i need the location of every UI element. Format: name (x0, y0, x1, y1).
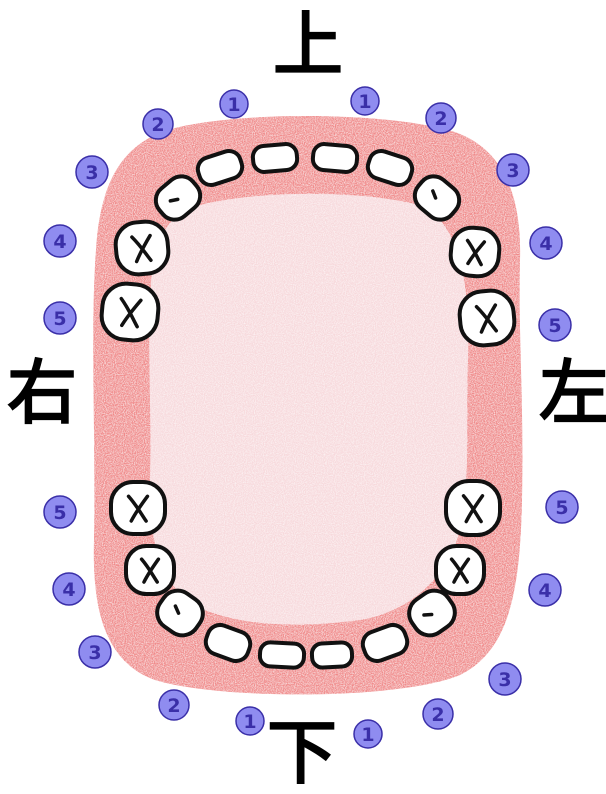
upper-left-number-2: 2 (426, 103, 456, 133)
upper-right-number-4: 4 (44, 225, 76, 257)
svg-text:2: 2 (434, 108, 447, 130)
lower-left-number-3: 3 (489, 663, 521, 695)
upper-right-number-3: 3 (76, 156, 108, 188)
palate-area (149, 194, 468, 625)
upper-left-number-5: 5 (539, 309, 571, 341)
upper-left-tooth-5 (458, 289, 517, 348)
upper-right-tooth-1 (252, 143, 298, 173)
upper-right-number-2: 2 (143, 109, 173, 139)
svg-text:1: 1 (227, 94, 240, 116)
upper-right-number-5: 5 (44, 302, 76, 334)
lower-right-number-4: 4 (53, 573, 85, 605)
lower-right-number-3: 3 (79, 636, 111, 668)
left-side-label: 左 (534, 358, 606, 428)
svg-text:3: 3 (85, 162, 98, 184)
svg-text:4: 4 (538, 580, 551, 602)
lower-right-tooth-5 (111, 482, 165, 534)
lower-left-tooth-5 (446, 481, 500, 535)
svg-text:1: 1 (361, 724, 374, 746)
svg-text:5: 5 (53, 308, 66, 330)
upper-left-number-1: 1 (351, 87, 379, 115)
lower-jaw-label: 下 (262, 718, 342, 788)
svg-text:4: 4 (539, 233, 552, 255)
lower-right-number-5: 5 (44, 496, 76, 528)
svg-text:2: 2 (431, 704, 444, 726)
lower-left-number-2: 2 (423, 699, 453, 729)
svg-text:4: 4 (62, 579, 75, 601)
svg-text:5: 5 (53, 502, 66, 524)
svg-text:3: 3 (88, 642, 101, 664)
lower-left-number-4: 4 (529, 574, 561, 606)
svg-text:3: 3 (498, 669, 511, 691)
lower-left-tooth-1 (311, 642, 352, 668)
right-side-label: 右 (2, 358, 82, 428)
svg-text:5: 5 (548, 315, 561, 337)
svg-text:2: 2 (167, 695, 180, 717)
lower-right-tooth-4 (126, 546, 174, 594)
svg-text:4: 4 (53, 231, 66, 253)
upper-left-tooth-4 (449, 226, 501, 278)
upper-jaw-label: 上 (268, 10, 348, 80)
svg-text:5: 5 (555, 497, 568, 519)
lower-left-number-5: 5 (546, 491, 578, 523)
upper-right-number-1: 1 (220, 90, 248, 118)
upper-left-number-3: 3 (497, 154, 529, 186)
lower-right-tooth-1 (259, 642, 304, 668)
lower-right-number-1: 1 (236, 707, 264, 735)
lower-right-number-2: 2 (159, 690, 189, 720)
lower-left-tooth-4 (436, 546, 484, 594)
upper-right-tooth-4 (114, 220, 170, 276)
upper-left-tooth-1 (312, 143, 358, 173)
svg-text:1: 1 (243, 711, 256, 733)
svg-text:1: 1 (358, 91, 371, 113)
upper-right-tooth-5 (100, 282, 161, 343)
lower-left-number-1: 1 (354, 720, 382, 748)
svg-text:2: 2 (151, 114, 164, 136)
upper-left-number-4: 4 (530, 227, 562, 259)
svg-text:3: 3 (506, 160, 519, 182)
